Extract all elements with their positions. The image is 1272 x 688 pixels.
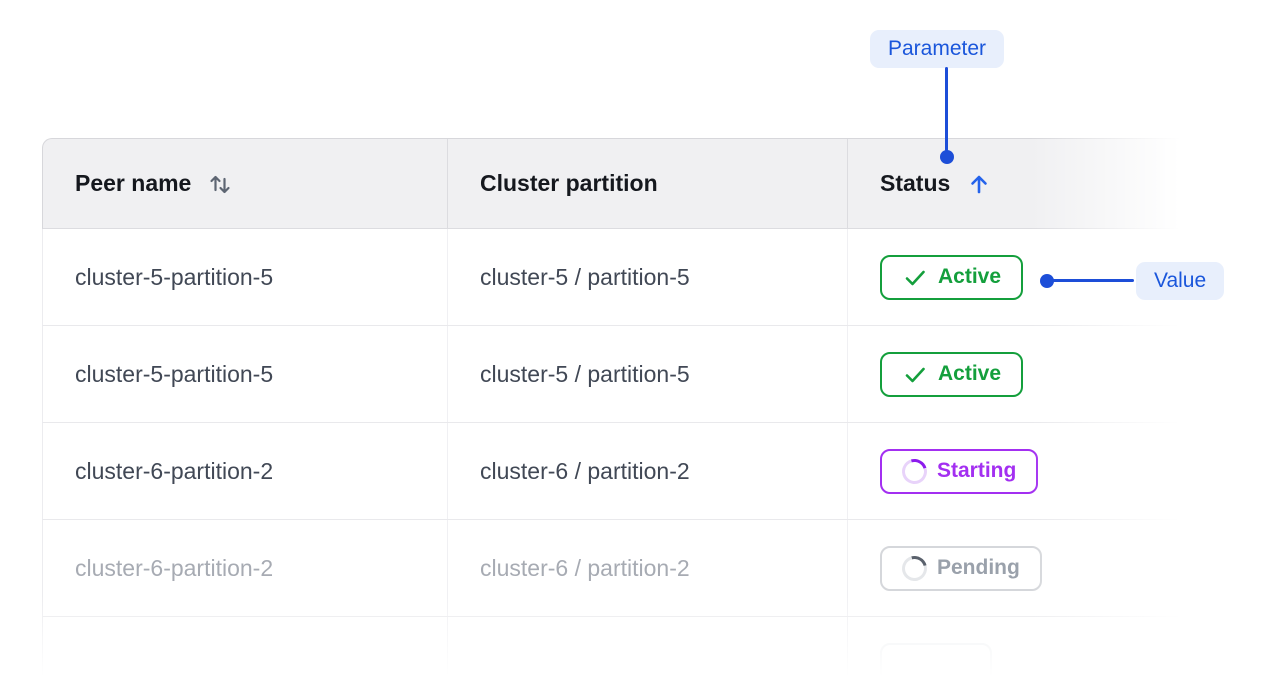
status-cell (847, 617, 1252, 688)
value-connector-line (1050, 279, 1134, 282)
peer-name-cell (43, 617, 447, 688)
parameter-connector-line (945, 67, 948, 151)
table-row[interactable] (42, 617, 1252, 688)
status-badge-pending: Pending (880, 545, 1042, 591)
status-badge-label: Active (938, 265, 1002, 288)
value-callout: Value (1136, 262, 1225, 300)
status-badge-ghost (880, 642, 992, 688)
sort-both-icon[interactable] (207, 170, 233, 198)
column-header-status[interactable]: Status (847, 139, 1252, 228)
cluster-partition-cell: cluster-5 / partition-5 (447, 326, 847, 422)
status-cell: Active (847, 229, 1252, 325)
cluster-partition-cell: cluster-5 / partition-5 (447, 229, 847, 325)
check-icon (905, 367, 925, 383)
status-badge-active: Active (880, 351, 1024, 397)
parameter-callout: Parameter (870, 30, 1005, 68)
column-header-label: Peer name (75, 170, 192, 196)
table-row[interactable]: cluster-6-partition-2 cluster-6 / partit… (42, 520, 1252, 617)
cluster-partition-cell (447, 617, 847, 688)
peer-name-cell: cluster-6-partition-2 (75, 457, 274, 484)
status-cell: Active (847, 326, 1252, 422)
peer-name-cell: cluster-5-partition-5 (75, 360, 274, 387)
table-row[interactable]: cluster-5-partition-5 cluster-5 / partit… (42, 326, 1252, 423)
status-cell: Starting (847, 423, 1252, 519)
table-body: cluster-5-partition-5 cluster-5 / partit… (42, 229, 1252, 688)
column-header-cluster-partition[interactable]: Cluster partition (447, 139, 847, 228)
peers-table: Peer name Cluster partition Status clust… (42, 138, 1252, 688)
status-badge-starting: Starting (880, 448, 1039, 494)
table-row[interactable]: cluster-5-partition-5 cluster-5 / partit… (42, 229, 1252, 326)
column-header-label: Cluster partition (480, 170, 658, 196)
parameter-connector-dot (940, 150, 954, 164)
status-badge-active: Active (880, 254, 1024, 300)
column-header-peer-name[interactable]: Peer name (43, 139, 447, 228)
status-badge-label: Starting (937, 459, 1017, 482)
cluster-partition-cell: cluster-6 / partition-2 (447, 520, 847, 616)
spinner-icon (897, 550, 932, 586)
table-row[interactable]: cluster-6-partition-2 cluster-6 / partit… (42, 423, 1252, 520)
spinner-icon (897, 454, 932, 488)
table-header-row: Peer name Cluster partition Status (42, 138, 1252, 229)
peer-name-cell: cluster-6-partition-2 (75, 554, 274, 581)
status-badge-label: Pending (937, 556, 1020, 579)
status-cell: Pending (847, 520, 1252, 616)
status-badge-label: Active (938, 362, 1002, 385)
peer-name-cell: cluster-5-partition-5 (75, 263, 274, 290)
cluster-partition-cell: cluster-6 / partition-2 (447, 423, 847, 519)
sort-ascending-icon[interactable] (966, 171, 992, 197)
check-icon (905, 270, 925, 286)
column-header-label: Status (880, 170, 951, 196)
